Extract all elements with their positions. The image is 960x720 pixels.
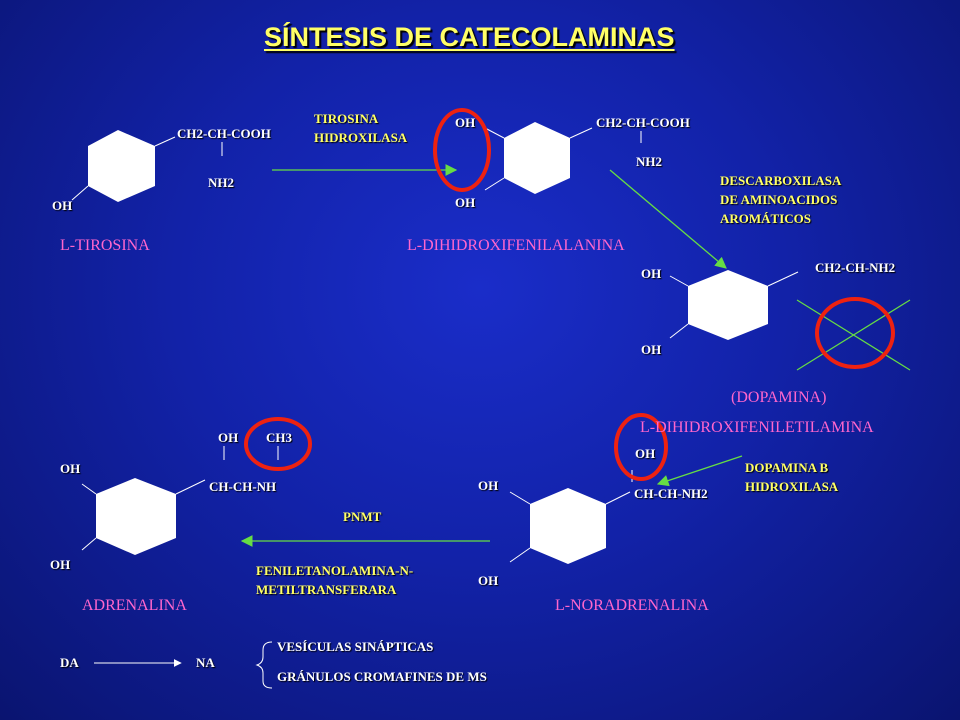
dopamina-full-name: L-DIHIDROXIFENILETILAMINA [640,419,874,436]
page-title: SÍNTESIS DE CATECOLAMINAS [264,22,675,52]
enzyme-3-line2: HIDROXILASA [745,478,839,494]
dopa-oh-bottom: OH [455,195,476,210]
adrenalina-label: ADRENALINA [82,597,187,614]
footer-vesiculas: VESÍCULAS SINÁPTICAS [277,639,434,654]
footer-da: DA [60,655,79,670]
noradrenalina-bond-oh-top [509,491,531,505]
adrenalina-benzene-ring [96,478,176,555]
adrenalina-bond-oh-top [81,483,97,495]
tirosina-nh2: NH2 [208,175,234,190]
enzyme-3-line1: DOPAMINA B [745,460,829,475]
noradrenalina-benzene-ring [530,488,606,564]
noradrenalina-bond-oh-bottom [509,547,531,563]
enzyme-4-line2: METILTRANSFERARA [256,581,397,597]
highlight-circle-noradrenalina-oh [614,413,668,481]
noradrenalina-oh-chain: OH [635,446,656,461]
dopamina-benzene-ring [688,270,768,340]
noradrenalina-label: L-NORADRENALINA [555,597,709,614]
highlight-circle-dopa-oh [433,108,491,192]
enzyme-4-line1: FENILETANOLAMINA-N- [256,563,414,578]
dopa-nh2: NH2 [636,154,662,169]
enzyme-dopamina-b-hidroxilasa: DOPAMINA B HIDROXILASA [745,459,838,497]
enzyme-descarboxilasa: DESCARBOXILASA DE AMINOACIDOS AROMÁTICOS [720,172,841,229]
tirosina-benzene-ring [88,130,155,202]
noradrenalina-oh-top: OH [478,478,499,493]
tirosina-bond-oh [71,185,89,201]
dopamina-bond-chain [767,271,799,287]
adrenalina-ch3: CH3 [266,430,292,445]
dopa-bond-oh-top [484,127,505,139]
adrenalina-bond-oh-bottom [81,537,97,551]
highlight-circle-adrenalina-ch3 [244,417,312,471]
footer-brace [255,641,273,689]
dopa-bond-chain [569,127,593,139]
adrenalina-oh-chain: OH [218,430,239,445]
enzyme-pnmt-abbr: PNMT [343,509,382,524]
arrow-dopamina-to-noradrenalina [656,455,743,487]
enzyme-2-line3: AROMÁTICOS [720,210,812,226]
tirosina-oh: OH [52,198,73,213]
dopa-label: L-DIHIDROXIFENILALANINA [407,237,625,254]
dopamina-chain: CH2-CH-NH2 [815,260,896,275]
enzyme-1-line1: TIROSINA [314,111,379,126]
adrenalina-chain: CH-CH-NH [209,479,277,494]
dopa-bond-oh-bottom [484,177,505,191]
dopa-oh-top: OH [455,115,476,130]
footer-na: NA [196,655,215,670]
dopamina-bond-oh-top [669,275,689,287]
arrow-dopa-to-dopamina [609,169,727,269]
dopamina-oh-top: OH [641,266,662,281]
dopamina-bond-oh-bottom [669,323,689,339]
cross-line-2 [796,299,911,371]
enzyme-1-line2: HIDROXILASA [314,129,408,145]
dopamina-oh-bottom: OH [641,342,662,357]
enzyme-2-line2: DE AMINOACIDOS [720,191,838,207]
tirosina-chain: CH2-CH-COOH [177,126,271,141]
tirosina-bond-chain [154,136,176,147]
dopamina-label: (DOPAMINA) [731,389,827,406]
dopa-chain: CH2-CH-COOH [596,115,690,130]
noradrenalina-chain: CH-CH-NH2 [634,486,708,501]
adrenalina-oh-bottom: OH [50,557,71,572]
enzyme-tirosina-hidroxilasa: TIROSINA HIDROXILASA [314,110,407,148]
noradrenalina-oh-bottom: OH [478,573,499,588]
adrenalina-bond-chain [175,479,206,495]
highlight-circle-dopamina-removed [815,297,895,369]
tirosina-label: L-TIROSINA [60,237,150,254]
enzyme-2-line1: DESCARBOXILASA [720,173,842,188]
enzyme-feniletanolamina: FENILETANOLAMINA-N- METILTRANSFERARA [256,562,413,600]
noradrenalina-bond-chain [605,491,631,505]
adrenalina-oh-top: OH [60,461,81,476]
dopa-benzene-ring [504,122,570,194]
footer-granulos: GRÁNULOS CROMAFINES DE MS [277,669,487,684]
